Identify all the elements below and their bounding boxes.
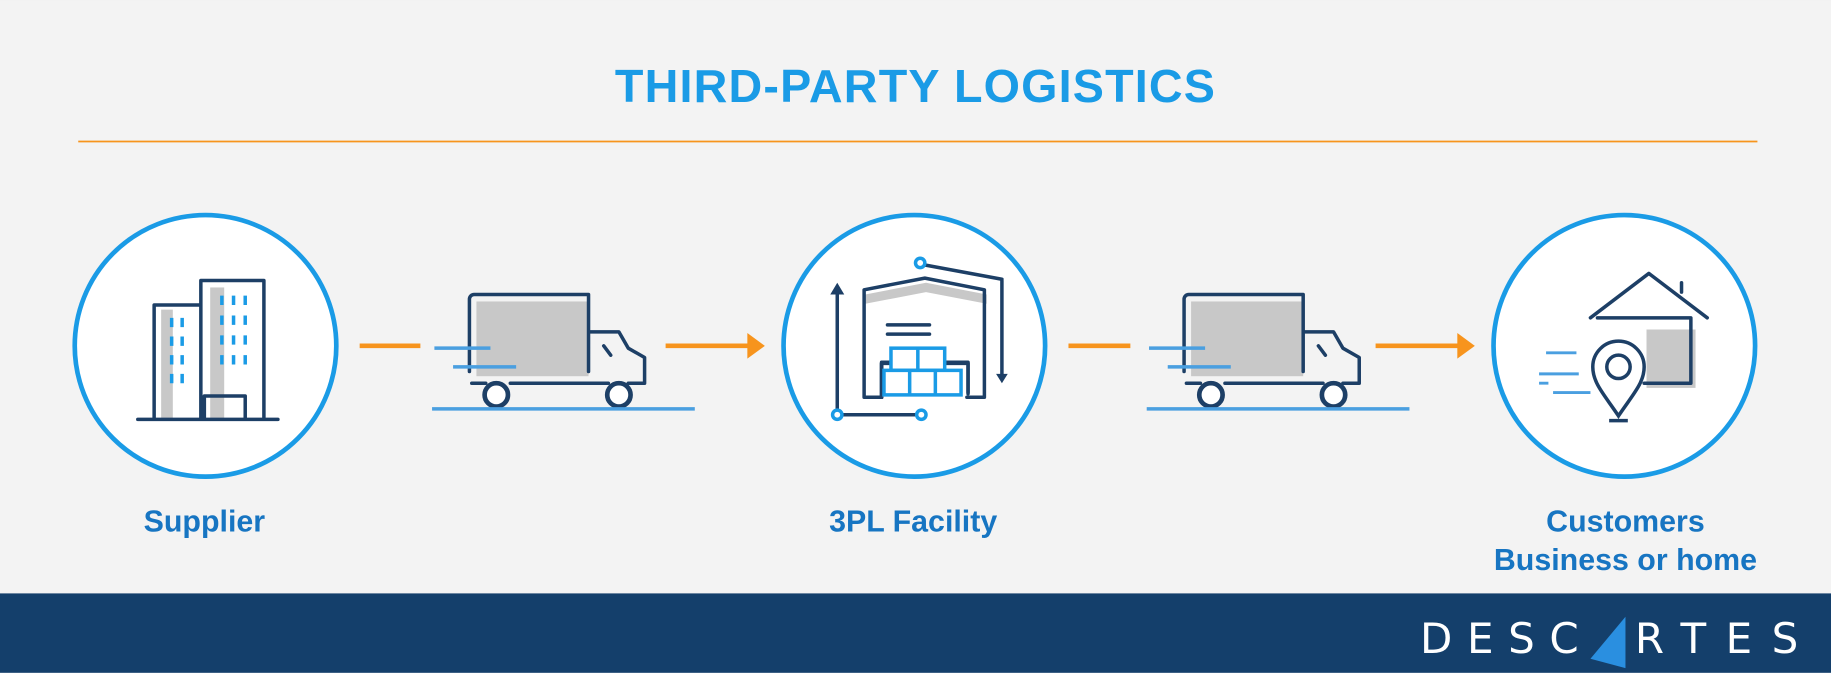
supplier-label: Supplier — [144, 506, 266, 539]
supplier-circle — [72, 212, 339, 479]
arrow-right-icon — [665, 332, 765, 359]
page-title: THIRD-PARTY LOGISTICS — [615, 60, 1216, 112]
3pl-facility-node: 3PL Facility — [781, 212, 1048, 539]
arrow-right-icon — [1375, 332, 1475, 359]
logo-sail-icon — [1590, 616, 1626, 669]
delivery-truck-icon — [432, 292, 695, 411]
customers-label: Customers — [1546, 506, 1705, 539]
warehouse-icon — [830, 256, 1008, 422]
customers-node: Customers Business or home — [1491, 212, 1758, 577]
customers-sublabel: Business or home — [1494, 544, 1757, 577]
3pl-facility-label: 3PL Facility — [829, 506, 997, 539]
3pl-facility-circle — [781, 212, 1048, 479]
house-location-pin-icon — [1539, 271, 1709, 423]
office-buildings-icon — [136, 278, 280, 422]
supplier-node: Supplier — [72, 212, 339, 539]
footer-bar — [0, 593, 1831, 673]
